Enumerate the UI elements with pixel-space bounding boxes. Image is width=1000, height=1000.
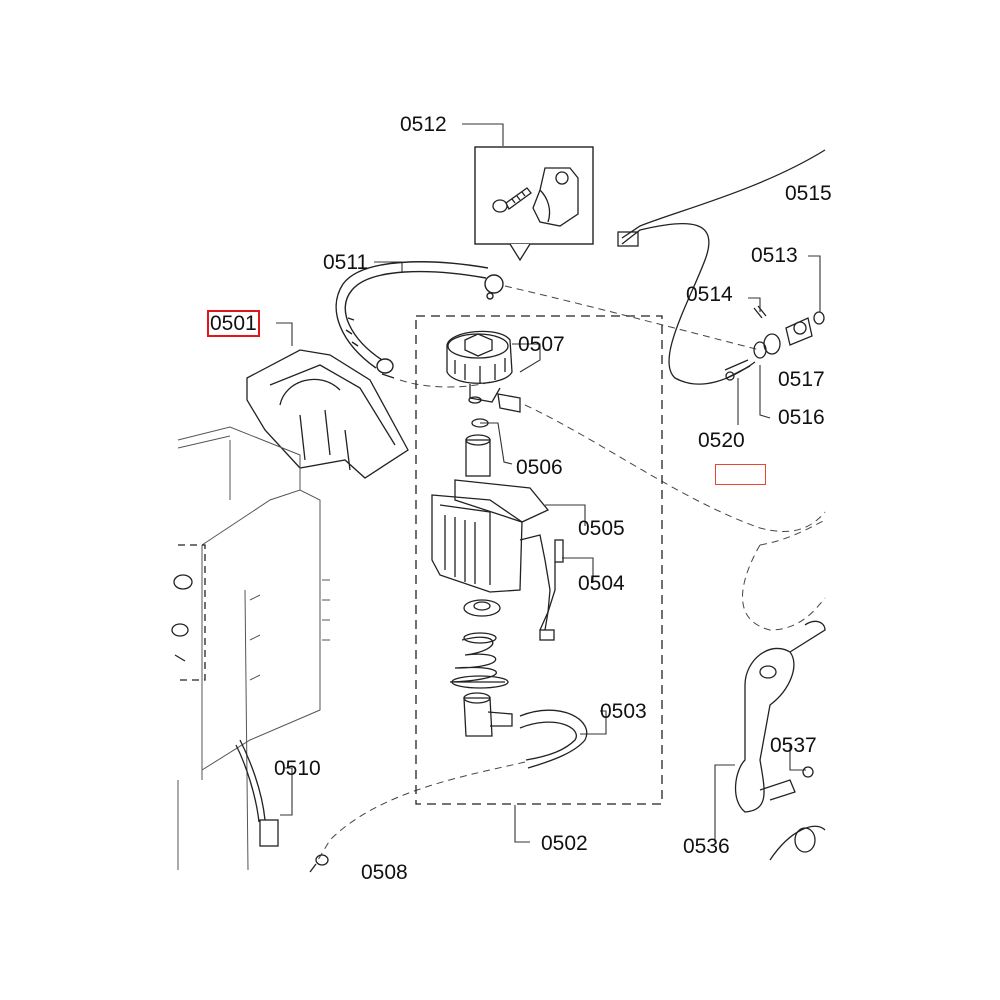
leader-lines [276,123,821,843]
hose-0511 [335,261,504,379]
screw-icon [492,187,532,213]
callout-0516[interactable]: 0516 [778,406,825,429]
callout-0536[interactable]: 0536 [683,835,730,858]
clamp-bracket-icon [532,167,579,227]
clamp-detail-inset [474,146,594,262]
left-inset [171,544,206,681]
valve-0507 [446,330,521,413]
callout-0513[interactable]: 0513 [751,244,798,267]
fitting-0508 [309,854,329,873]
spring-assembly [449,599,509,689]
o-ring-0506 [471,418,489,428]
callout-0508[interactable]: 0508 [361,861,408,884]
callout-0505[interactable]: 0505 [578,517,625,540]
wire-0510 [235,739,279,847]
sensor-parts [724,305,825,381]
mechanism-0536 [734,620,826,861]
callout-0507[interactable]: 0507 [518,333,565,356]
pump-group-box [415,315,663,805]
callout-0501-selected[interactable]: 0501 [207,310,260,337]
callout-0502[interactable]: 0502 [541,832,588,855]
routing-lines [317,285,826,861]
pump-0505 [431,434,564,641]
fitting-0503 [463,692,588,769]
callout-0503[interactable]: 0503 [600,700,647,723]
callout-0517[interactable]: 0517 [778,368,825,391]
callout-0510[interactable]: 0510 [274,757,321,780]
callout-0515[interactable]: 0515 [785,182,832,205]
callout-0506[interactable]: 0506 [516,456,563,479]
bracket-0501[interactable] [246,349,409,479]
callout-0504[interactable]: 0504 [578,572,625,595]
cable-0515 [617,149,826,385]
callout-0520[interactable]: 0520 [698,429,745,452]
empty-highlight-box [715,464,766,485]
callout-0514[interactable]: 0514 [686,283,733,306]
callout-0512[interactable]: 0512 [400,113,447,136]
callout-0537[interactable]: 0537 [770,734,817,757]
housing [177,426,330,871]
callout-0511[interactable]: 0511 [323,251,369,274]
